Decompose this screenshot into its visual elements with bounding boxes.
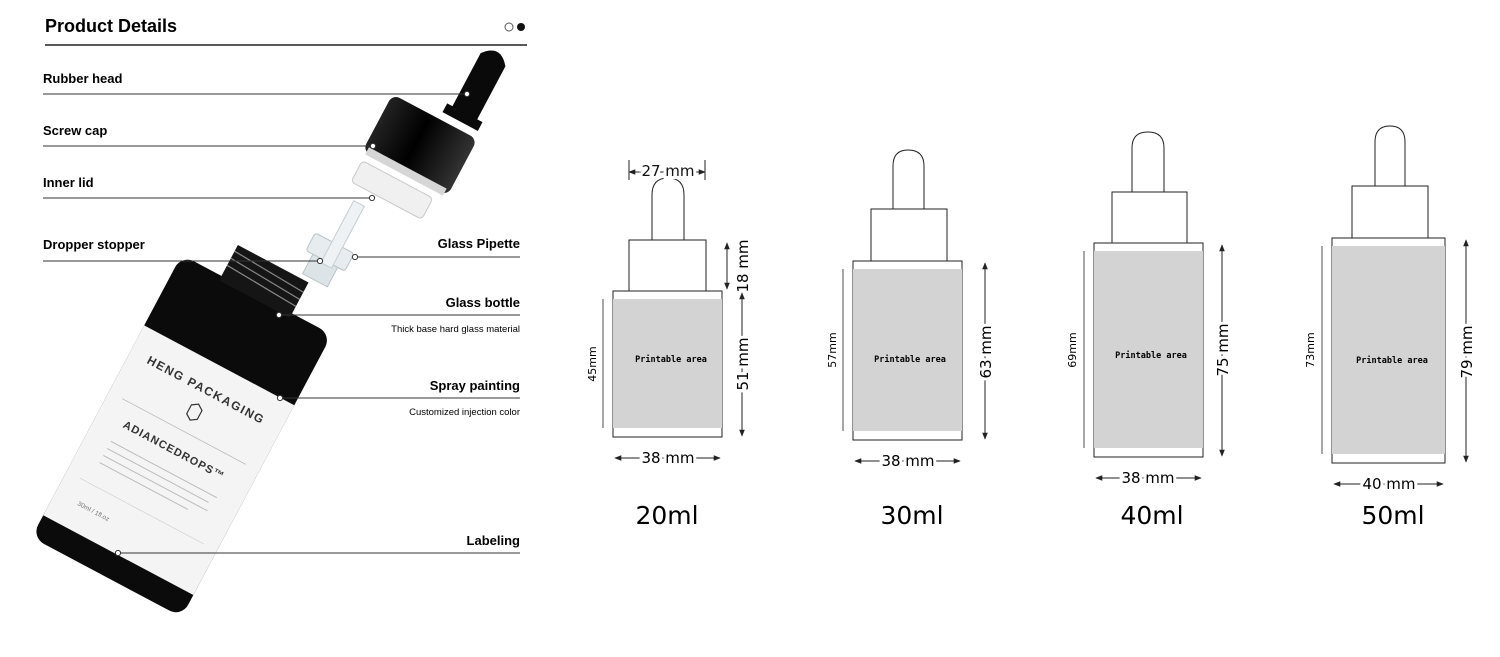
brand-logo-icon [186, 403, 203, 421]
cap [870, 208, 948, 262]
label-dropper-stopper: Dropper stopper [43, 237, 145, 252]
screw-cap-part [365, 97, 475, 196]
pager-dot-2-active[interactable] [517, 23, 525, 31]
cap [628, 239, 707, 292]
bottle-40ml [1083, 131, 1225, 481]
cap [1351, 185, 1429, 239]
label-inner-lid: Inner lid [43, 175, 94, 190]
printable-area [1094, 251, 1203, 448]
bottle-50ml-printable-label: Printable area [1356, 355, 1428, 366]
sub-spray-painting: Customized injection color [409, 407, 520, 418]
bottle-20ml-print-height: 45mm [586, 346, 599, 381]
bottle-40ml-width: 38 mm [1121, 469, 1174, 487]
bottle-50ml-body-height: 79 mm [1458, 325, 1476, 378]
label-labeling: Labeling [467, 533, 521, 548]
bottle-50ml [1321, 125, 1469, 487]
dropper-bulb [1374, 125, 1406, 186]
printable-area [1332, 246, 1445, 454]
bottle-20ml-cap-height: 18 mm [734, 239, 752, 292]
bottle-40ml-volume: 40ml [1120, 501, 1183, 530]
label-screw-cap: Screw cap [43, 123, 107, 138]
bottle-40ml-printable-label: Printable area [1115, 350, 1187, 361]
bottle-20ml-volume: 20ml [635, 501, 698, 530]
bottle-30ml [842, 149, 988, 464]
bottle-40ml-body-height: 75 mm [1214, 323, 1232, 376]
label-spray-painting: Spray painting [430, 378, 520, 393]
pager-dot-1[interactable] [504, 22, 514, 32]
bottle-20ml-cap-width: 27 mm [641, 162, 694, 180]
bottle-neck [219, 245, 309, 318]
inner-lid-part [351, 161, 433, 219]
rubber-head-part [442, 50, 506, 131]
bottle-20ml [602, 160, 745, 461]
bottle-30ml-width: 38 mm [881, 452, 934, 470]
bottle-30ml-printable-label: Printable area [874, 354, 946, 365]
bottle-50ml-width: 40 mm [1362, 475, 1415, 493]
exploded-bottle-illustration: HENG PACKAGING ADIANCEDROPS™ 30ml / 1fl.… [36, 50, 506, 613]
page-title: Product Details [45, 16, 177, 36]
printable-area [853, 269, 962, 431]
bottle-40ml-print-height: 69mm [1066, 332, 1079, 367]
bottle-label-panel [43, 325, 295, 596]
bottle-50ml-volume: 50ml [1361, 501, 1424, 530]
bottle-30ml-body-height: 63 mm [977, 325, 995, 378]
bottle-20ml-width: 38 mm [641, 449, 694, 467]
right-callouts [114, 253, 520, 557]
dropper-bulb [1131, 131, 1165, 192]
dropper-bulb [651, 177, 685, 240]
bottle-20ml-printable-label: Printable area [635, 354, 707, 365]
left-callouts [43, 90, 471, 265]
bottle-30ml-print-height: 57mm [826, 332, 839, 367]
label-glass-bottle: Glass bottle [446, 295, 520, 310]
label-rubber-head: Rubber head [43, 71, 123, 86]
bottle-neck-threads [226, 250, 304, 307]
printable-area [613, 299, 722, 428]
label-glass-pipette: Glass Pipette [438, 236, 520, 251]
bottle-20ml-body-height: 51 mm [734, 337, 752, 390]
sub-glass-bottle: Thick base hard glass material [391, 324, 520, 335]
bottle-30ml-volume: 30ml [880, 501, 943, 530]
dropper-bulb [892, 149, 925, 209]
bottle-50ml-print-height: 73mm [1304, 332, 1317, 367]
cap [1111, 191, 1188, 244]
glass-pipette-part [320, 200, 366, 269]
